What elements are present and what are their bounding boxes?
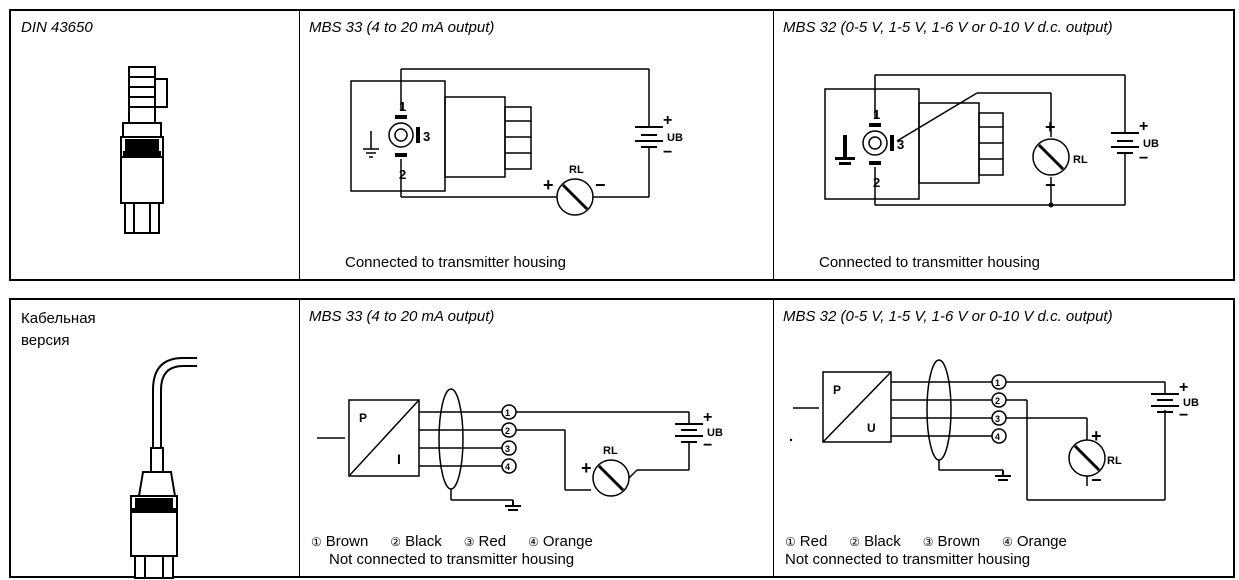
pin-1-label: 1 <box>873 107 880 122</box>
load-label: RL <box>603 445 618 457</box>
terminal-1-label: 1 <box>505 408 510 418</box>
mbs33-housing-caption: Connected to transmitter housing <box>345 254 566 271</box>
plus-sign: + <box>663 112 672 129</box>
mbs33-connector-wiring-diagram: 1 3 2 + − UB RL + − <box>350 68 683 216</box>
converter-p-label: P <box>833 383 841 397</box>
mbs32-connector-cell: MBS 32 (0-5 V, 1-5 V, 1-6 V or 0-10 V d.… <box>773 11 1235 279</box>
mbs32-cable-wiring-diagram: P U 1 2 3 4 + − UB RL + − <box>789 359 1199 501</box>
terminal-3-label: 3 <box>505 444 510 454</box>
supply-label: UB <box>667 132 683 144</box>
column-divider <box>773 300 774 576</box>
din-transmitter-drawing <box>120 66 168 234</box>
terminal-4-label: 4 <box>995 432 1000 442</box>
pin-1-label: 1 <box>399 99 406 114</box>
supply-label: UB <box>1143 138 1159 150</box>
load-label: RL <box>569 164 584 176</box>
load-label: RL <box>1107 455 1122 467</box>
minus-sign: − <box>1139 150 1148 167</box>
supply-label: UB <box>707 427 723 439</box>
converter-i-label: I <box>397 451 401 467</box>
mbs32-cable-title: MBS 32 (0-5 V, 1-5 V, 1-6 V or 0-10 V d.… <box>783 308 1113 325</box>
load-minus-sign: − <box>1045 175 1056 195</box>
cable-transmitter-drawing <box>130 357 197 579</box>
connector-table: DIN 43650 MBS 33 (4 to 20 mA output) <box>9 9 1235 281</box>
din-connector-cell: DIN 43650 <box>11 11 299 279</box>
load-plus-sign: + <box>543 175 554 195</box>
pin-2-label: 2 <box>399 167 406 182</box>
mbs33-connector-cell: MBS 33 (4 to 20 mA output) <box>299 11 773 279</box>
mbs32-housing-caption: Connected to transmitter housing <box>819 254 1040 271</box>
mbs32-connector-wiring-diagram: 1 3 2 + − UB RL + − <box>824 74 1159 208</box>
minus-sign: − <box>663 144 672 161</box>
load-minus-sign: − <box>595 175 606 195</box>
supply-label: UB <box>1183 397 1199 409</box>
terminal-2-label: 2 <box>505 426 510 436</box>
plus-sign: + <box>1179 379 1188 396</box>
column-divider <box>299 11 300 279</box>
load-plus-sign: + <box>1045 117 1056 137</box>
mbs32-cable-cell: MBS 32 (0-5 V, 1-5 V, 1-6 V or 0-10 V d.… <box>773 300 1235 576</box>
mbs33-cable-caption: Not connected to transmitter housing <box>329 551 575 568</box>
plus-sign: + <box>1139 118 1148 135</box>
minus-sign: − <box>1179 407 1188 424</box>
terminal-3-label: 3 <box>995 414 1000 424</box>
mbs32-cable-caption: Not connected to transmitter housing <box>785 551 1031 568</box>
load-plus-sign: + <box>581 458 592 478</box>
load-label: RL <box>1073 154 1088 166</box>
minus-sign: − <box>703 437 712 454</box>
cable-version-cell: Кабельная версия <box>11 300 299 579</box>
plus-sign: + <box>703 409 712 426</box>
column-divider <box>773 11 774 279</box>
load-plus-sign: + <box>1091 426 1102 446</box>
pin-3-label: 3 <box>423 129 430 144</box>
din-title: DIN 43650 <box>21 19 93 36</box>
pin-3-label: 3 <box>897 137 904 152</box>
terminal-2-label: 2 <box>995 396 1000 406</box>
pin-2-label: 2 <box>873 175 880 190</box>
load-minus-sign: − <box>1091 470 1102 490</box>
column-divider <box>299 300 300 576</box>
mbs33-cable-title: MBS 33 (4 to 20 mA output) <box>309 308 495 325</box>
converter-u-label: U <box>867 421 876 435</box>
mbs33-cable-cell: MBS 33 (4 to 20 mA output) <box>299 300 773 576</box>
cable-version-title: Кабельная версия <box>21 310 96 349</box>
terminal-4-label: 4 <box>505 462 510 472</box>
cable-table: Кабельная версия MBS 33 (4 to 20 mA outp… <box>9 298 1235 579</box>
converter-p-label: P <box>359 411 367 425</box>
mbs32-title: MBS 32 (0-5 V, 1-5 V, 1-6 V or 0-10 V d.… <box>783 19 1113 36</box>
terminal-1-label: 1 <box>995 378 1000 388</box>
mbs33-cable-wiring-diagram: P I 1 2 3 4 + − UB RL + <box>317 388 723 511</box>
mbs33-title: MBS 33 (4 to 20 mA output) <box>309 19 495 36</box>
